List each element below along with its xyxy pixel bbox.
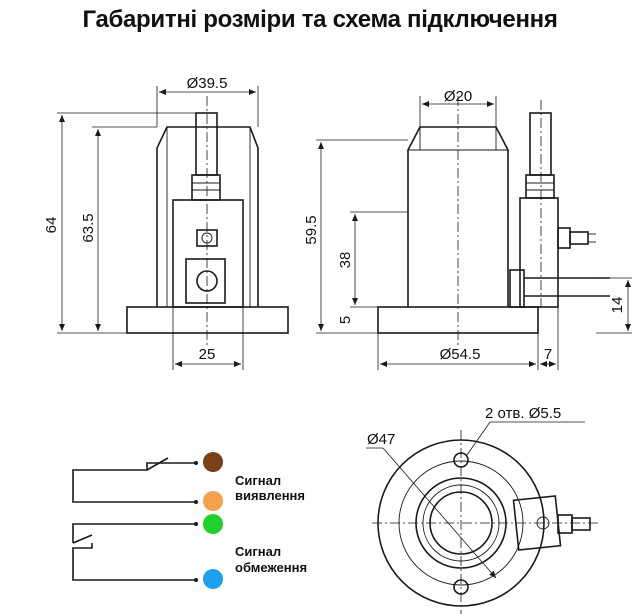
front-view: Ø39.5 64 63.5 25 — [43, 75, 289, 370]
signal-detect-label-2: виявлення — [235, 488, 305, 503]
dim-side-height: 59.5 — [303, 215, 320, 244]
dim-front-height-body: 63.5 — [80, 213, 97, 242]
dim-side-right: 14 — [609, 297, 626, 314]
top-view: Ø47 2 отв. Ø5.5 — [366, 405, 600, 614]
dim-front-height-total: 64 — [43, 217, 60, 234]
page-title: Габаритні розміри та схема підключення — [82, 6, 558, 33]
dim-front-top: Ø39.5 — [187, 75, 228, 92]
dim-side-mid: 38 — [337, 252, 354, 269]
wire-green-dot — [203, 514, 223, 534]
dim-side-top: Ø20 — [444, 88, 472, 105]
dim-side-bottom: Ø54.5 — [440, 346, 481, 363]
signal-limit-label-1: Сигнал — [235, 544, 281, 559]
wire-orange-dot — [203, 491, 223, 511]
dim-side-right-bottom: 7 — [544, 346, 552, 363]
dim-top-diameter: Ø47 — [367, 431, 395, 448]
wire-blue-dot — [203, 569, 223, 589]
dim-top-holes: 2 отв. Ø5.5 — [485, 405, 561, 422]
wire-brown-dot — [203, 452, 223, 472]
wiring-schematic: Сигнал виявлення Сигнал обмеження — [72, 452, 307, 589]
signal-limit-label-2: обмеження — [235, 560, 307, 575]
side-view: Ø20 59.5 38 5 14 Ø54.5 7 — [303, 88, 632, 370]
dim-side-base: 5 — [337, 316, 354, 324]
signal-detect-label-1: Сигнал — [235, 473, 281, 488]
dim-front-bottom: 25 — [199, 346, 216, 363]
